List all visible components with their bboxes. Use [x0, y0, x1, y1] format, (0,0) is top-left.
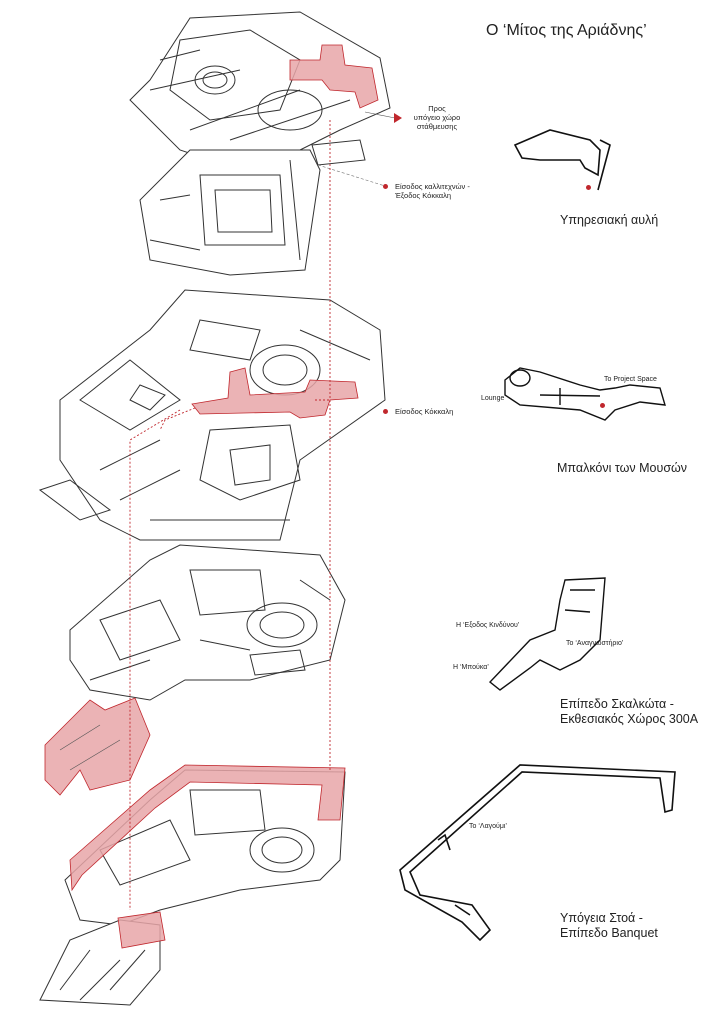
label-project-space: To Project Space	[604, 376, 657, 383]
small-plan-skalkotas	[488, 577, 606, 691]
label-reading-room: Το ‘Αναγνωστήριο’	[566, 640, 624, 647]
service-courtyard-marker	[586, 185, 591, 190]
parking-arrow	[364, 111, 402, 123]
parking-line-2: υπόγειο χώρο	[413, 113, 461, 122]
kokkali-entrance-marker	[383, 409, 388, 414]
parking-annotation: Προς υπόγειο χώρο στάθμευσης	[407, 104, 467, 131]
caption-skalkotas-line-2: Εκθεσιακός Χώρος 300Α	[560, 712, 699, 726]
small-plan-banquet	[399, 764, 676, 942]
caption-skalkotas: Επίπεδο Σκαλκώτα - Εκθεσιακός Χώρος 300Α	[560, 697, 698, 727]
highlight-path-level-3	[44, 697, 151, 796]
artists-entrance-annotation: Είσοδος καλλιτεχνών - Έξοδος Κόκκαλη	[395, 182, 470, 200]
parking-line-3: στάθμευσης	[416, 122, 458, 131]
artists-entrance-line-2: Έξοδος Κόκκαλη	[395, 191, 452, 200]
floorplan-level-balcony	[38, 289, 386, 541]
artists-entrance-marker	[383, 184, 388, 189]
caption-service-courtyard: Υπηρεσιακή αυλή	[560, 213, 659, 227]
label-bouka: Η ‘Μπούκα’	[453, 664, 489, 671]
highlight-path-level-4	[69, 764, 346, 949]
floorplan-level-banquet	[39, 769, 346, 1006]
vertical-connector-lines	[129, 120, 331, 910]
kokkali-entrance-label: Είσοδος Κόκκαλη	[395, 407, 454, 416]
label-lounge: Lounge	[481, 395, 505, 402]
caption-skalkotas-line-1: Επίπεδο Σκαλκώτα -	[560, 697, 674, 711]
caption-banquet-line-1: Υπόγεια Στοά -	[560, 911, 643, 925]
small-plan-service-courtyard	[513, 129, 611, 191]
caption-banquet: Υπόγεια Στοά - Επίπεδο Banquet	[560, 911, 658, 941]
parking-line-1: Προς	[428, 104, 446, 113]
label-emergency-exit: Η ‘Εξοδος Κινδύνου’	[456, 622, 520, 629]
caption-banquet-line-2: Επίπεδο Banquet	[560, 926, 658, 940]
leader-line-artists	[317, 164, 386, 187]
floorplan-level-skalkotas	[69, 544, 346, 701]
floorplan-level-service-courtyard	[129, 11, 391, 276]
page-title: Ο ‘Μίτος της Αριάδνης’	[486, 22, 647, 39]
artists-entrance-line-1: Είσοδος καλλιτεχνών -	[395, 182, 470, 191]
caption-balcony: Μπαλκόνι των Μουσών	[557, 461, 688, 475]
small-plan-balcony	[504, 367, 666, 421]
balcony-marker	[600, 403, 605, 408]
highlight-path-level-1	[289, 44, 379, 109]
label-lagoumi: Το ‘Λαγούμι’	[469, 823, 507, 830]
